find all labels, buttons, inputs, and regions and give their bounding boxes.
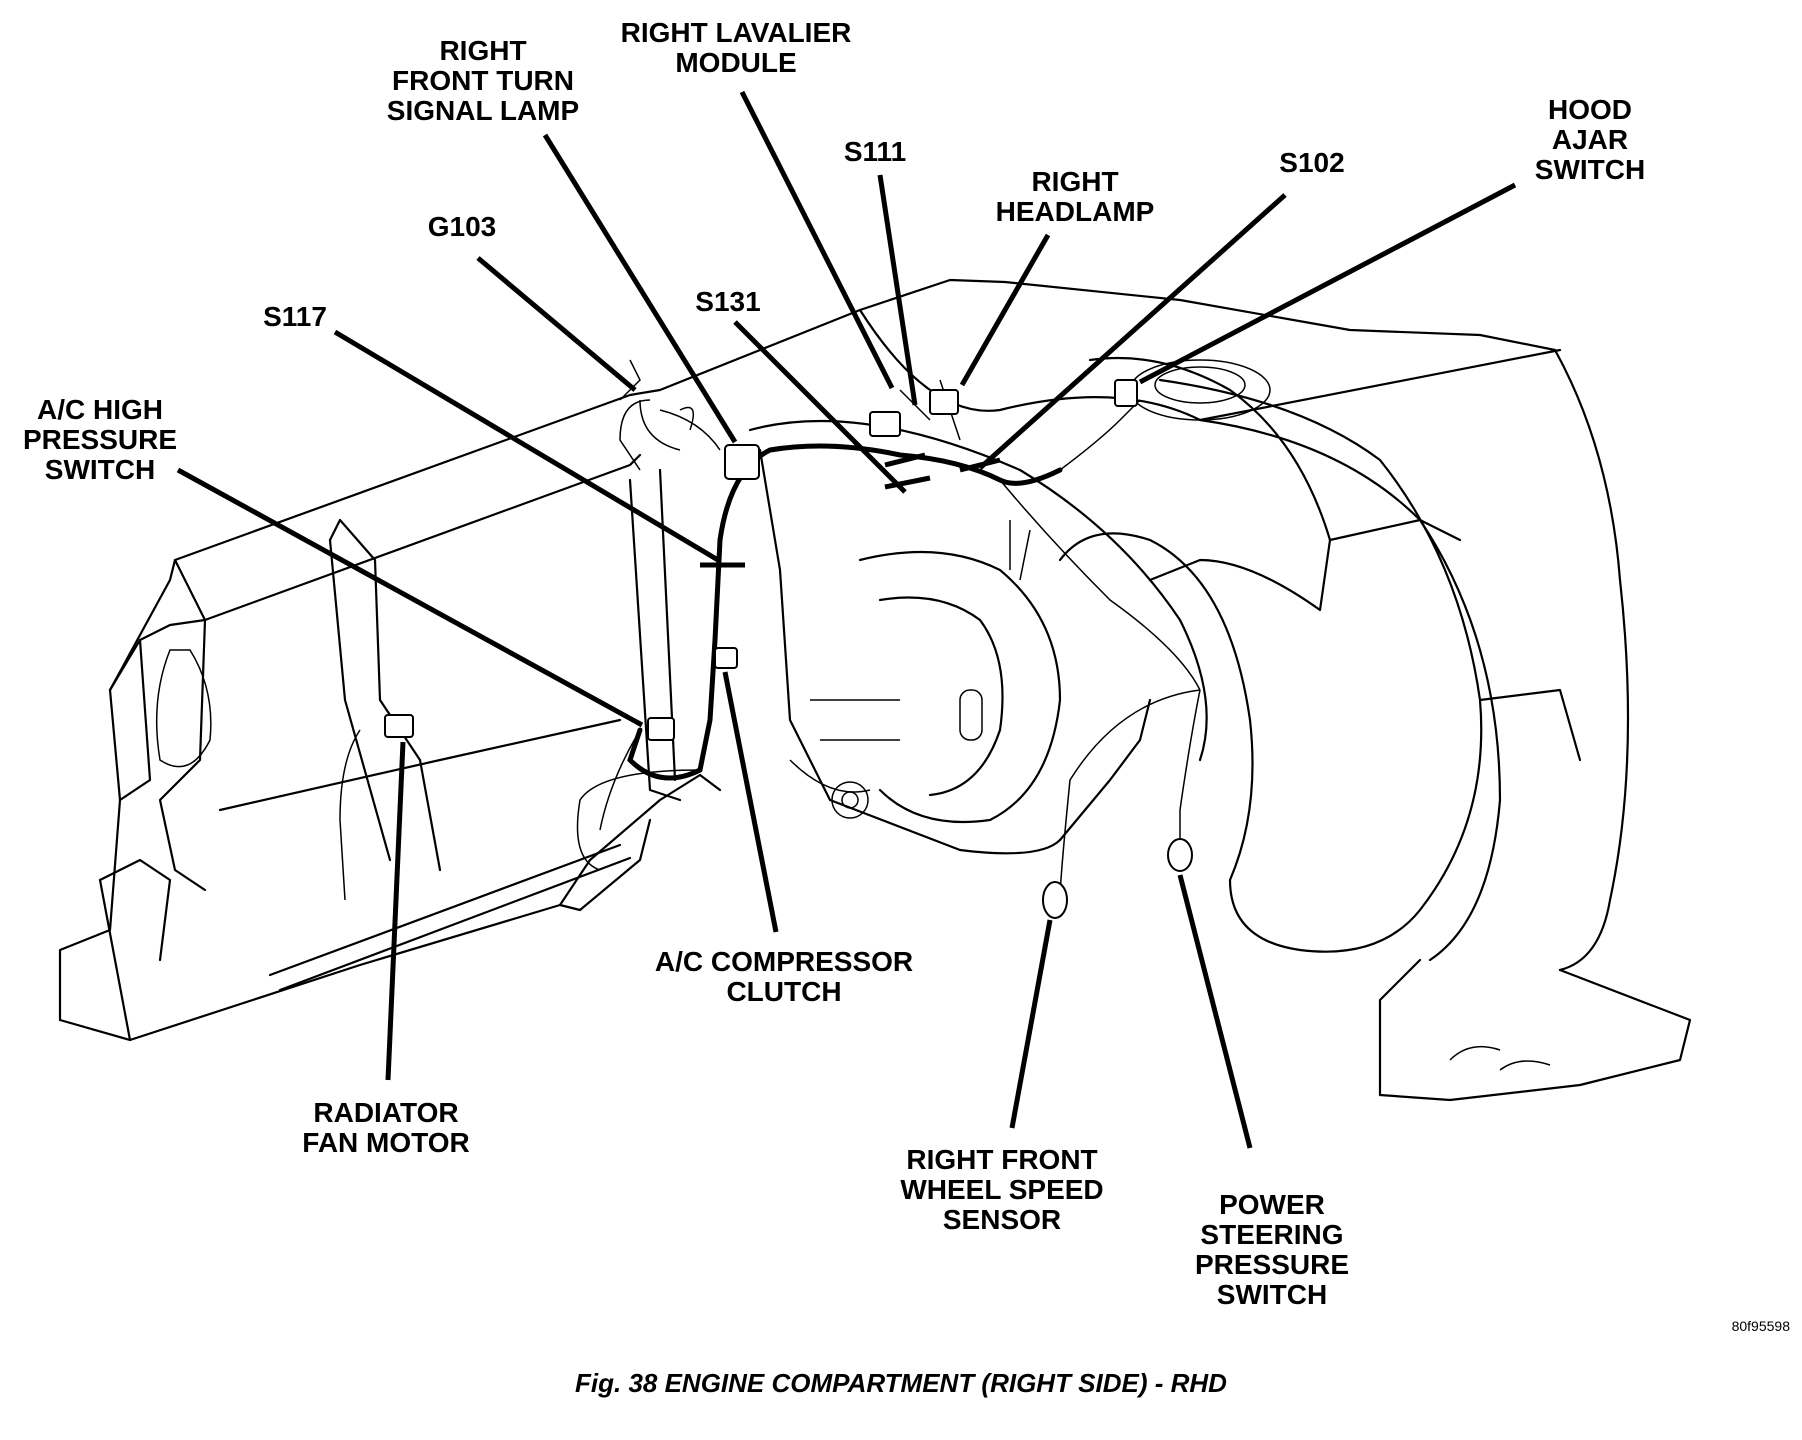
figure-caption: Fig. 38 ENGINE COMPARTMENT (RIGHT SIDE) … [575, 1368, 1227, 1398]
inner-fender [748, 308, 1692, 1102]
callout-hood-ajar-switch: HOOD AJAR SWITCH [1534, 94, 1646, 185]
callout-s111: S111 [843, 136, 907, 167]
callout-radiator-fan-motor: RADIATOR FAN MOTOR [302, 1097, 470, 1158]
callout-right-headlamp: RIGHT HEADLAMP [995, 166, 1155, 227]
figure-id: 80f95598 [1731, 1318, 1790, 1334]
callout-power-steering-pressure-switch: POWER STEERING PRESSURE SWITCH [1194, 1189, 1350, 1310]
callout-ac-high-pressure-switch: A/C HIGH PRESSURE SWITCH [22, 394, 178, 485]
callout-g103: G103 [427, 211, 497, 242]
callout-right-front-wheel-speed-sensor: RIGHT FRONT WHEEL SPEED SENSOR [900, 1144, 1104, 1235]
callout-s131: S131 [695, 286, 761, 317]
connectors [384, 379, 1193, 919]
callout-right-lavalier-module: RIGHT LAVALIER MODULE [620, 17, 852, 78]
callout-s117: S117 [263, 301, 327, 332]
callout-right-front-turn-signal-lamp: RIGHT FRONT TURN SIGNAL LAMP [386, 35, 580, 126]
leader-lines [176, 90, 1517, 1149]
callout-s102: S102 [1279, 147, 1345, 178]
callout-ac-compressor-clutch: A/C COMPRESSOR CLUTCH [654, 946, 914, 1007]
